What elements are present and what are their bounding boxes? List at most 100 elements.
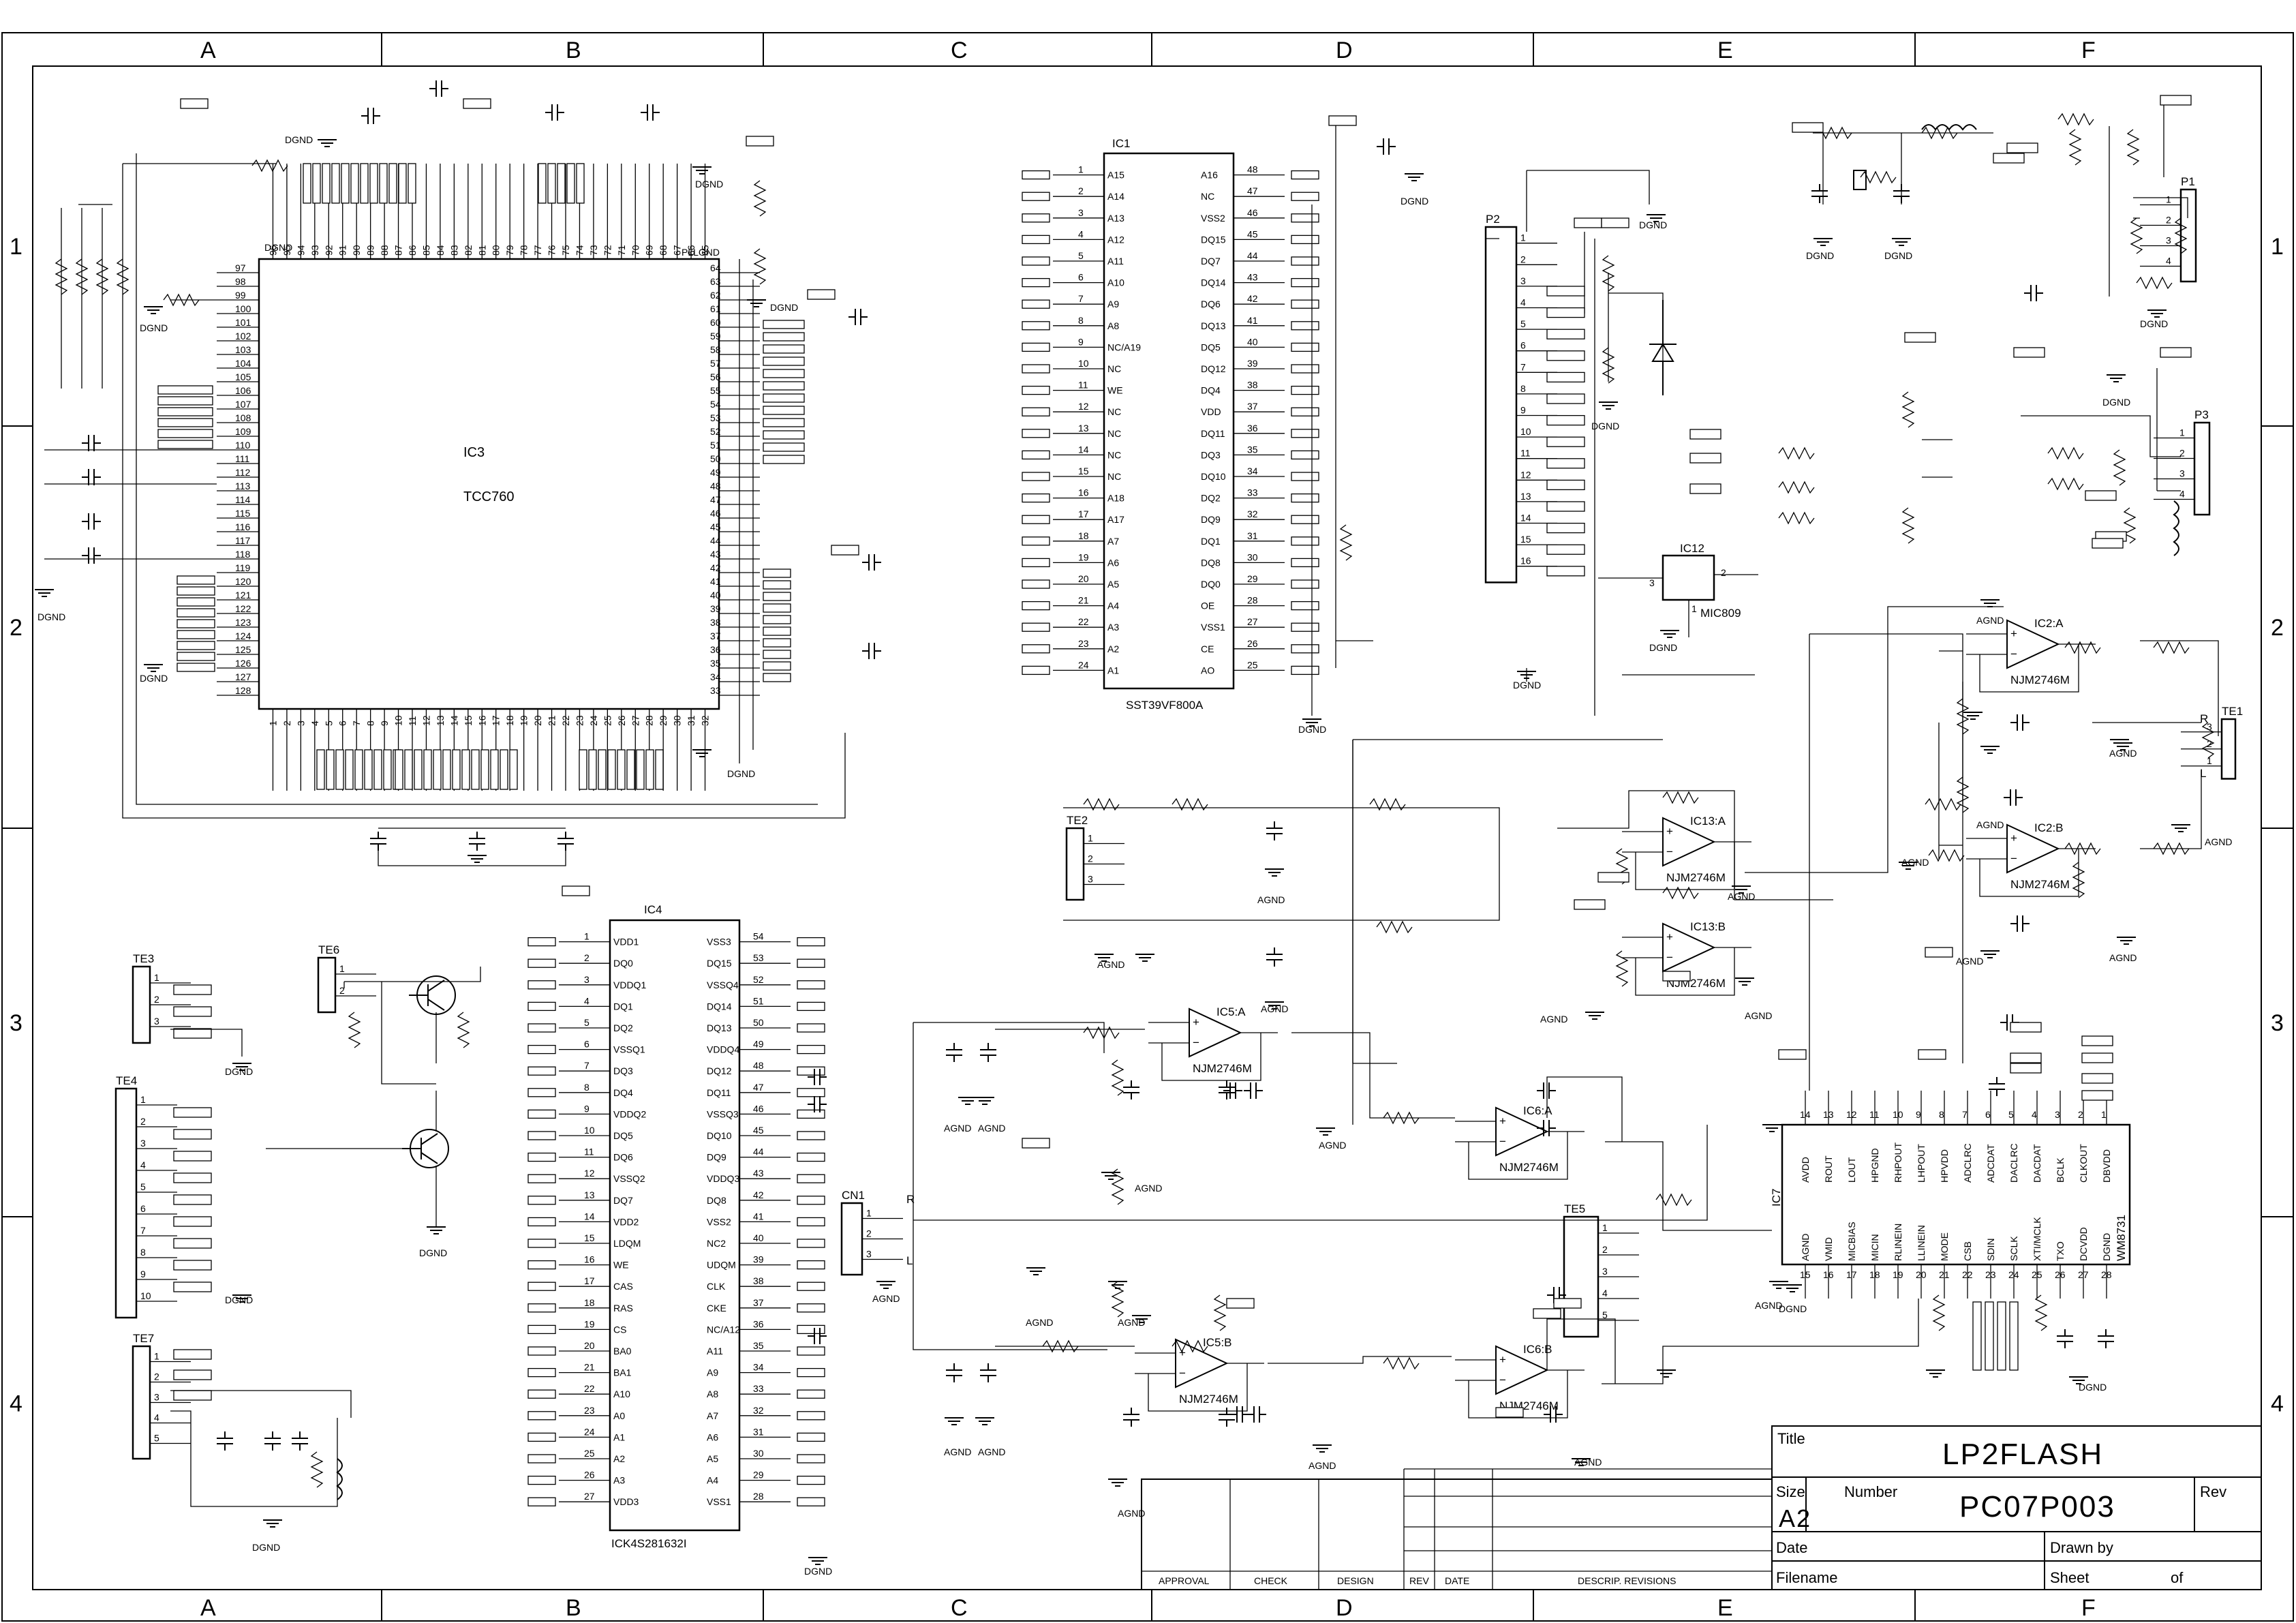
opamp-part: NJM2746M [1499,1161,1559,1174]
net-flag [1022,601,1050,611]
opamp-input-sign: + [1499,1353,1506,1366]
ic4-pin-number: 33 [753,1383,764,1394]
ic1-pin-signal: DQ1 [1201,536,1221,547]
opamp-ref: IC6:B [1523,1343,1552,1356]
te6-ref: TE6 [318,943,339,956]
net-flag [1601,217,1629,228]
ic4-pin-signal: VSS3 [707,937,731,947]
net-flag [797,1152,825,1162]
ic7-pin-signal: DACDAT [2032,1144,2042,1183]
resistor-array [763,661,791,671]
net-flag [1792,122,1824,133]
net-flag [173,984,212,995]
dgnd-net-label: DGND [252,1542,280,1553]
zone-col-label-top: C [951,37,968,63]
ic4-pin-signal: VDD2 [613,1216,639,1227]
ic4-pin-signal: A6 [707,1431,718,1442]
ic4-pin-signal: A1 [613,1431,625,1442]
ic4-pin-number: 18 [584,1297,595,1308]
net-flag [527,1367,556,1378]
resistor-array [177,586,215,596]
ic4-pin-number: 4 [584,995,590,1006]
ic1-pin-number: 37 [1247,401,1258,412]
net-flag [797,1217,825,1227]
ic7-wm8731: IC7 WM8731 14AVDD13ROUT12LOUT11HPGND10RH… [1770,1091,2131,1371]
wire [739,259,754,763]
ic3-pin-number: 4 [309,721,320,726]
capacitor [1123,1080,1139,1099]
ic4-pin-number: 9 [584,1103,590,1114]
capacitor [2004,789,2023,806]
net-flag [797,1196,825,1205]
capacitor [82,547,101,564]
ic7-pin-signal: HPGND [1869,1148,1880,1183]
ic4-pin-signal: VDD1 [613,937,639,947]
ic3-pin-number: 33 [710,685,721,696]
ic4-pin-signal: VSSQ1 [613,1044,645,1055]
resistor-array [763,344,805,354]
ic4-part: ICK4S281632I [611,1537,687,1550]
ic1-pin-signal: DQ8 [1201,557,1221,568]
net-flag [527,1281,556,1291]
net-flag [1546,522,1585,534]
wire [61,204,112,389]
net-flag [1022,256,1050,266]
ic12-pin-3: 3 [1649,577,1655,588]
agnd-net-label: AGND [1728,891,1755,902]
ic3-pin-number: 1 [267,721,278,726]
ic4-pin-signal: CAS [613,1281,633,1292]
net-flag [1022,450,1050,460]
ic7-pin-signal: ADCLRC [1962,1143,1973,1183]
ic1-pin-signal: A11 [1107,256,1124,267]
ic3-pin-number: 2 [281,721,292,726]
net-flag [1291,515,1319,524]
ic4-pin-signal: VDD3 [613,1496,639,1507]
net-flag [527,1454,556,1463]
ic4-pin-number: 27 [584,1491,595,1502]
net-flag [797,1281,825,1291]
ic1-pin-number: 34 [1247,466,1258,476]
p2-pin-number: 15 [1520,534,1531,545]
capacitor [264,1431,281,1451]
capacitor [370,832,386,851]
ic3-pin-number: 66 [686,245,697,256]
agnd-net-label: AGND [1026,1317,1053,1328]
ic4-pin-number: 15 [584,1232,595,1243]
ic1-pin-number: 32 [1247,509,1258,519]
net-flag [797,1023,825,1033]
rev-label: Rev [2200,1483,2226,1500]
ic1-pin-signal: A1 [1107,665,1119,676]
capacitor [361,108,380,124]
ic1-pin-number: 41 [1247,315,1258,326]
net-flag [173,1260,212,1271]
ic1-pin-number: 46 [1247,207,1258,218]
ic7-pin-number: 25 [2032,1269,2042,1280]
opamp-ref: IC6:A [1523,1104,1552,1117]
ic4-pin-number: 24 [584,1426,595,1437]
ic7-pin-signal: MODE [1939,1232,1950,1261]
net-flag [797,1454,825,1463]
ic7-pin-signal: DACLRC [2008,1143,2019,1183]
revision-block: APPROVAL CHECK DESIGN REV DATE DESCRIP. … [1141,1468,1773,1590]
te3-pin-number: 2 [154,994,159,1005]
ground-symbol [1302,718,1321,727]
ground-symbol [1963,712,1983,720]
sheet-label: Sheet [2050,1569,2090,1586]
te4-pin-number: 8 [140,1247,146,1258]
net-flag [1597,872,1629,883]
capacitor [82,469,101,485]
te3-pin-number: 3 [154,1016,159,1027]
wire [1546,1076,1623,1142]
ic3-pin-number: 59 [710,331,721,342]
resistor [348,1012,361,1048]
resistor-array [557,163,566,204]
ic3-pin-number: 112 [235,467,251,478]
zone-col-label-bottom: A [200,1595,216,1621]
capacitor [1223,1082,1242,1099]
ic1-pin-number: 25 [1247,659,1258,670]
ic4-pin-number: 31 [753,1426,764,1437]
p2-pin-number: 3 [1520,275,1526,286]
capacitor [1219,1408,1235,1427]
ic4-pin-signal: A5 [707,1453,718,1464]
p2-pin-number: 10 [1520,426,1531,437]
